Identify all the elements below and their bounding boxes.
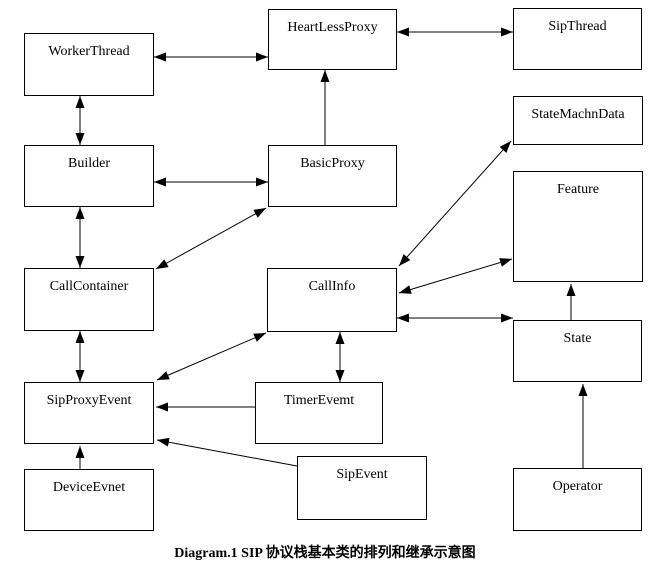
- node-label-basic-proxy: BasicProxy: [300, 156, 365, 171]
- node-label-worker-thread: WorkerThread: [48, 44, 130, 59]
- node-sip-proxy-event: SipProxyEvent: [24, 382, 154, 444]
- node-worker-thread: WorkerThread: [24, 33, 154, 96]
- node-label-device-evnet: DeviceEvnet: [52, 480, 126, 495]
- node-feature: Feature: [513, 171, 643, 282]
- node-sip-thread: SipThread: [513, 8, 642, 70]
- node-label-sip-thread: SipThread: [548, 19, 607, 34]
- node-label-operator: Operator: [552, 479, 603, 494]
- node-state: State: [513, 320, 642, 382]
- node-label-sip-event: SipEvent: [336, 467, 388, 482]
- node-label-sip-proxy-event: SipProxyEvent: [46, 393, 132, 408]
- node-label-builder: Builder: [68, 156, 110, 171]
- node-label-timer-evemt: TimerEvemt: [283, 393, 355, 408]
- node-call-container: CallContainer: [24, 268, 154, 331]
- node-label-state-machn-data: StateMachnData: [531, 107, 625, 122]
- node-basic-proxy: BasicProxy: [268, 145, 397, 207]
- node-call-info: CallInfo: [267, 268, 397, 332]
- diagram-caption: Diagram.1 SIP 协议栈基本类的排列和继承示意图: [174, 546, 476, 561]
- node-heart-less-proxy: HeartLessProxy: [268, 9, 397, 70]
- node-operator: Operator: [513, 468, 642, 531]
- node-state-machn-data: StateMachnData: [513, 96, 643, 145]
- node-builder: Builder: [24, 145, 154, 207]
- node-timer-evemt: TimerEvemt: [255, 382, 383, 444]
- node-sip-event: SipEvent: [297, 456, 427, 520]
- node-label-call-info: CallInfo: [308, 279, 356, 294]
- node-label-call-container: CallContainer: [49, 279, 129, 294]
- node-label-feature: Feature: [557, 182, 599, 197]
- node-label-heart-less-proxy: HeartLessProxy: [287, 20, 378, 35]
- node-device-evnet: DeviceEvnet: [24, 469, 154, 531]
- node-label-state: State: [563, 331, 592, 346]
